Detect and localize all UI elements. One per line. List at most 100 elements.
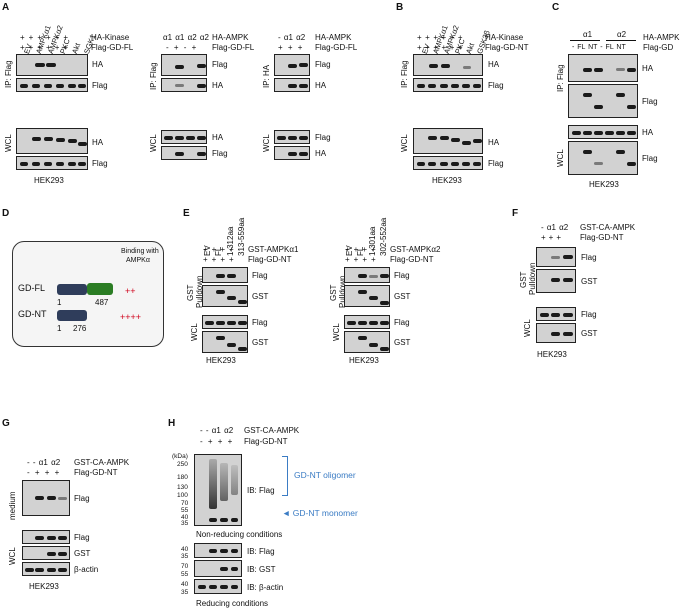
blot-reducing-flag (194, 543, 242, 558)
sign-row: ++++ (345, 255, 380, 264)
blot-label: β-actin (74, 565, 99, 574)
wcl-label: WCL (190, 323, 199, 341)
blot-label: GST (581, 329, 598, 338)
lane-row: - α1 α2 (541, 223, 569, 232)
blot-ip-flag (413, 78, 483, 92)
mw-marker: 100 (177, 492, 188, 499)
blot-pulldown-flag (344, 267, 390, 283)
blot-wcl-flag (568, 141, 638, 175)
blot-wcl-ha (274, 146, 310, 160)
sign-row: + + + (278, 43, 303, 52)
mw-marker: 35 (181, 589, 189, 596)
construct-end: 487 (95, 298, 109, 307)
blot-wcl-ha (16, 128, 88, 154)
blot-label: Flag (92, 159, 108, 168)
blot-label: GST (252, 292, 269, 301)
row-label: GST-CA-AMPK (244, 426, 300, 435)
sign-row: - + + + (27, 468, 60, 477)
blot-label: Flag (642, 97, 658, 106)
blot-pulldown-gst (344, 285, 390, 307)
blot-label: Flag (212, 149, 228, 158)
blot-label: Flag (394, 318, 410, 327)
blot-wcl-ha (161, 130, 207, 144)
blot-nonreducing-flag (194, 454, 242, 526)
panel-label-h: H (168, 418, 176, 429)
mw-marker: 40 (181, 581, 189, 588)
sign-row: - + + + (200, 437, 233, 446)
pulldown-label: GST (519, 271, 528, 288)
blot-reducing-actin (194, 579, 242, 594)
blot-ip-ha (161, 78, 207, 92)
row-label: Flag-GD-NT (580, 233, 624, 242)
blot-wcl-flag (413, 156, 483, 170)
blot-label: GST (74, 549, 91, 558)
cell-line-label: HEK293 (432, 176, 462, 185)
oligomer-bracket (282, 456, 288, 496)
mw-marker: 70 (181, 500, 189, 507)
panel-label-e: E (183, 208, 190, 219)
lane-row: α1 α1 α2 α2 (163, 33, 209, 42)
row-label: GST-CA-AMPK (74, 458, 130, 467)
blot-label: Flag (315, 60, 331, 69)
panel-label-f: F (512, 208, 519, 219)
blot-reducing-gst (194, 560, 242, 577)
row-label: Flag-GD-FL (212, 43, 255, 52)
mw-marker: 250 (177, 461, 188, 468)
blot-label: HA (488, 60, 500, 69)
group-label: α2 (617, 30, 627, 39)
blot-ip-flag (16, 78, 88, 92)
row-label: GST-CA-AMPK (580, 223, 636, 232)
row-label: Flag-GD-NT (390, 255, 434, 264)
cell-line-label: HEK293 (349, 356, 379, 365)
blot-ip-flag (274, 54, 310, 76)
blot-pulldown-flag (536, 247, 576, 267)
condition-label: Reducing conditions (196, 599, 269, 608)
blot-wcl-ha (413, 128, 483, 154)
wcl-label: WCL (523, 319, 532, 337)
blot-label: IB: Flag (247, 547, 275, 556)
sign-row: ++++++ (417, 43, 467, 52)
mw-marker: 40 (181, 546, 189, 553)
blot-label: IB: β-actin (247, 583, 284, 592)
sign-row: ++++ (203, 255, 238, 264)
panel-label-d: D (2, 208, 10, 219)
wcl-label: WCL (262, 134, 271, 152)
binding-strength: ++ (125, 286, 136, 296)
blot-label: GST (394, 292, 411, 301)
blot-label: Flag (642, 154, 658, 163)
mw-marker: 35 (181, 553, 189, 560)
blot-label: GST (394, 338, 411, 347)
row-label: HA-Kinase (485, 33, 524, 42)
wcl-label: WCL (400, 134, 409, 152)
medium-label: medium (8, 491, 17, 520)
sign-row: ++++++ (20, 43, 73, 52)
binding-header: Binding with (121, 248, 159, 255)
row-label: GST-AMPKα1 (248, 245, 299, 254)
row-label: Flag-GD-FL (91, 43, 134, 52)
blot-pulldown-gst (202, 285, 248, 307)
panel-label-g: G (2, 418, 10, 429)
blot-label: Flag (92, 81, 108, 90)
mw-marker: 55 (181, 507, 189, 514)
row-label: HA-AMPK (643, 33, 680, 42)
blot-label: Flag (488, 159, 504, 168)
group-underline (606, 40, 636, 41)
blot-ip-flag (161, 54, 207, 76)
ip-label: IP: Flag (4, 60, 13, 88)
construct-name: GD-NT (18, 309, 47, 319)
blot-label: HA (212, 133, 224, 142)
wcl-label: WCL (149, 134, 158, 152)
construct-start: 1 (57, 324, 62, 333)
blot-label: HA (92, 60, 104, 69)
group-underline (570, 40, 600, 41)
row-label: HA-Kinase (91, 33, 130, 42)
ip-label: IP: Flag (556, 64, 565, 92)
construct-end: 276 (73, 324, 87, 333)
blot-label: IB: GST (247, 565, 276, 574)
blot-label: HA (212, 81, 224, 90)
sign-row: ++++++ (417, 33, 467, 42)
blot-label: Flag (252, 271, 268, 280)
blot-wcl-gst (22, 546, 70, 560)
blot-ip-ha (16, 54, 88, 76)
blot-wcl-flag (16, 156, 88, 170)
